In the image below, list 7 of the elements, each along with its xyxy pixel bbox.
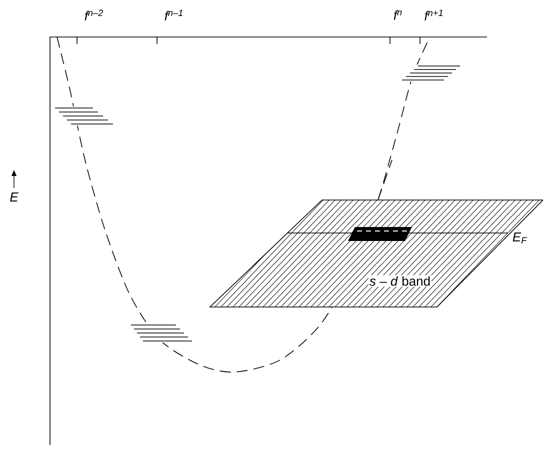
axis-label: E [10,192,18,202]
tick-label: f$^{n–1}$ [164,10,182,20]
tick-label: f$^{n}$ [394,10,402,20]
tick-label: f$^{n+1}$ [424,10,443,20]
band-label: s – d band [368,275,432,287]
fermi-level-label: E$_{F}$ [512,232,528,244]
tick-label: f$^{n–2}$ [84,10,103,20]
